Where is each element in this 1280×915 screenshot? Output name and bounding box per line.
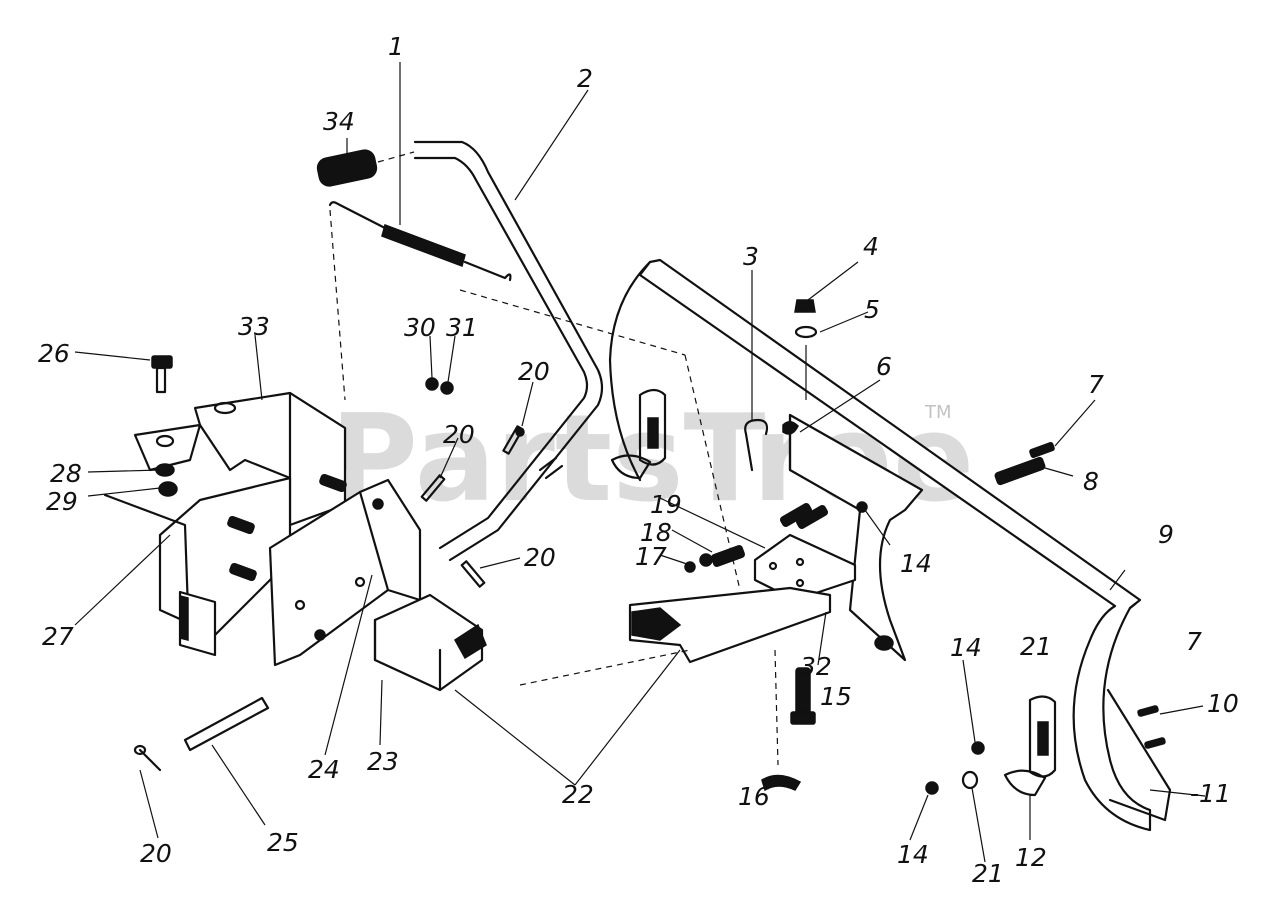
callout-20-d: 20: [140, 839, 172, 868]
callout-30: 30: [404, 313, 436, 342]
callout-6: 6: [876, 352, 892, 381]
bolt-26-part: [151, 355, 178, 497]
callout-9: 9: [1158, 520, 1174, 549]
callout-2: 2: [577, 64, 593, 93]
callout-22: 22: [562, 780, 594, 809]
nut-32-part: [874, 635, 894, 651]
callout-10: 10: [1207, 689, 1239, 718]
callout-21-upper: 21: [1020, 632, 1052, 661]
callout-labels: 1 2 3 4 5 6 7 8 9 7 10 -11 12 14 14 14 1…: [38, 32, 1239, 888]
leader-lines: [74, 62, 1206, 863]
callout-1: 1: [388, 32, 404, 61]
callout-7-bottom: 7: [1186, 627, 1202, 656]
nuts-30-31-part: [425, 377, 454, 395]
handle-grip-part: [316, 149, 415, 187]
callout-31: 31: [446, 313, 478, 342]
lift-handle-part: [413, 140, 604, 562]
callout-26: 26: [38, 339, 70, 368]
hair-pin-part: [744, 418, 769, 472]
bolt-15-part: [761, 649, 816, 792]
callout-17: 17: [635, 542, 667, 571]
callout-24: 24: [308, 755, 340, 784]
callout-14-lower: 14: [897, 840, 929, 869]
a-frame-channel-part: [628, 586, 832, 664]
drawbar-part: [133, 696, 270, 772]
callout-25: 25: [267, 828, 299, 857]
callout-23: 23: [367, 747, 399, 776]
callout-19: 19: [650, 490, 682, 519]
callout-34: 34: [323, 107, 355, 136]
stud-bolts-part: [684, 503, 829, 573]
nut-washer-part: [794, 299, 818, 400]
callout-21-lower: 21: [972, 859, 1004, 888]
callout-16: 16: [738, 782, 770, 811]
callout-33: 33: [238, 312, 270, 341]
callout-20-b: 20: [443, 420, 475, 449]
callout-15: 15: [820, 682, 852, 711]
mounting-bracket-part: [103, 391, 347, 657]
watermark-trademark: TM: [924, 402, 952, 423]
callout-8: 8: [1083, 467, 1099, 496]
callout-4: 4: [863, 232, 879, 261]
callout-7-top: 7: [1088, 370, 1104, 399]
callout-28: 28: [50, 459, 82, 488]
callout-14-middle: 14: [950, 633, 982, 662]
callout-20-a: 20: [518, 357, 550, 386]
blade-bracket-part: [782, 413, 924, 662]
callout-14-upper: 14: [900, 549, 932, 578]
channel-section-part: [373, 593, 487, 692]
callout-32: 32: [800, 652, 832, 681]
hitch-plate-part: [268, 478, 422, 667]
callout-3: 3: [743, 242, 759, 271]
callout-12: 12: [1015, 843, 1047, 872]
callout-20-c: 20: [524, 543, 556, 572]
callout-29: 29: [46, 487, 78, 516]
callout-18: 18: [640, 518, 672, 547]
nuts-14-washers-21-part: [856, 501, 985, 795]
spring-rod-part: [328, 201, 512, 401]
callout-27: 27: [42, 622, 74, 651]
blade-part: [608, 258, 1172, 832]
clevis-pins-part: [420, 425, 525, 588]
pivot-plate-part: [753, 533, 857, 602]
callout-5: 5: [864, 295, 880, 324]
bolts-7-8-part: [994, 441, 1166, 749]
callout-11: -11: [1190, 779, 1231, 808]
